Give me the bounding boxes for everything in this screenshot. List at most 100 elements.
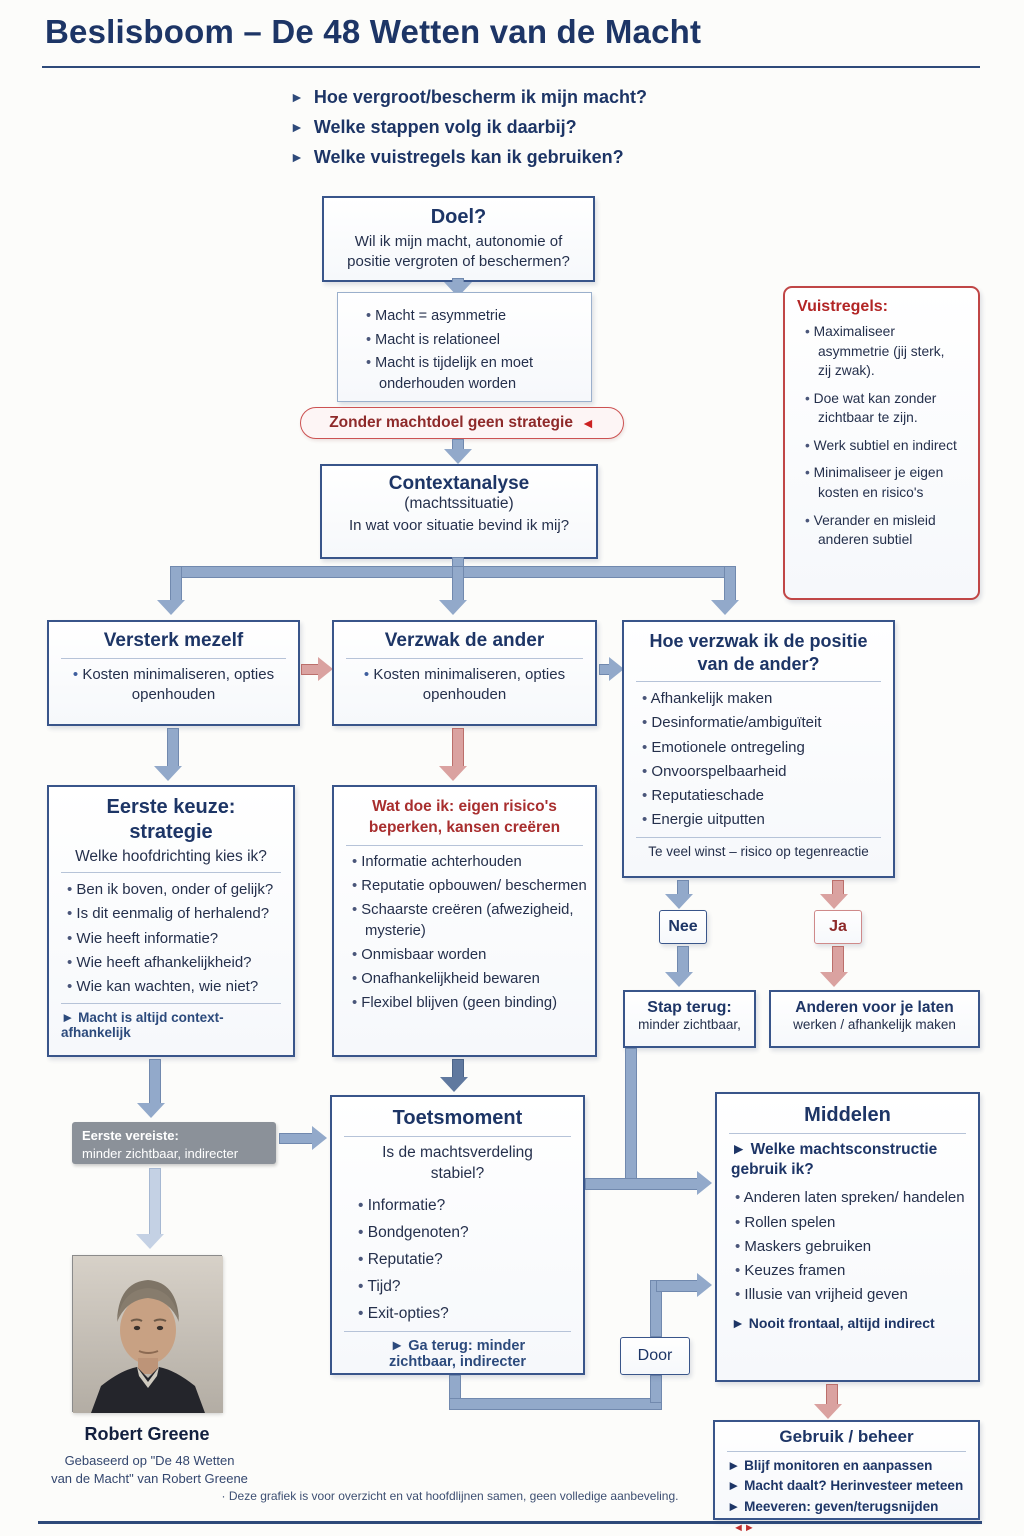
toetsmoment-box: Toetsmoment Is de machtsverdeling stabie… bbox=[330, 1095, 585, 1375]
list-item: Flexibel blijven (geen binding) bbox=[352, 993, 587, 1014]
hoe-verzwak-box: Hoe verzwak ik de positie van de ander? … bbox=[622, 620, 895, 878]
note-text: Zonder machtdoel geen strategie bbox=[329, 414, 573, 431]
portrait-illustration bbox=[73, 1256, 223, 1413]
divider bbox=[61, 658, 286, 659]
connector-ja-anderen-shaft bbox=[832, 946, 844, 974]
connector-toets-door-h1 bbox=[449, 1398, 662, 1410]
author-name: Robert Greene bbox=[84, 1424, 210, 1444]
eerste-keuze-footer: ► Macht is altijd context-afhankelijk bbox=[61, 1010, 224, 1041]
ja-box: Ja bbox=[814, 910, 862, 944]
author-credit: Gebaseerd op "De 48 Wetten van de Macht"… bbox=[42, 1452, 257, 1487]
connector-acties-toets-shaft bbox=[452, 1059, 464, 1079]
connector-middelen-gebruik-shaft bbox=[826, 1384, 838, 1406]
connector-tussenstap-toets-head bbox=[312, 1126, 327, 1150]
verzwak-de-ander-box: Verzwak de ander Kosten minimaliseren, o… bbox=[332, 620, 597, 726]
list-item: Wie kan wachten, wie niet? bbox=[67, 976, 285, 997]
list-item: Onmisbaar worden bbox=[352, 945, 587, 966]
page-title: Beslisboom – De 48 Wetten van de Macht bbox=[45, 13, 702, 50]
list-item: Rollen spelen bbox=[735, 1212, 970, 1233]
vuistregel-item: Werk subtiel en indirect bbox=[805, 436, 958, 456]
contextanalyse-box: Contextanalyse (machtssituatie) In wat v… bbox=[320, 464, 598, 559]
eerste-keuze-question: Welke hoofdrichting kies ik? bbox=[75, 848, 267, 865]
connector-tussenstap-toets-shaft bbox=[279, 1133, 315, 1144]
connector-hoe-nee-head bbox=[665, 894, 693, 909]
doel-body: Wil ik mijn macht, autonomie of positie … bbox=[347, 233, 570, 271]
list-item: Reputatie? bbox=[358, 1249, 575, 1271]
intro-item: Hoe vergroot/bescherm ik mijn macht? bbox=[290, 85, 647, 109]
connector-versterk-verzwak-head bbox=[318, 657, 333, 681]
divider bbox=[727, 1451, 966, 1452]
connector-verzwak-acties-shaft bbox=[452, 728, 464, 768]
list-item: Energie uitputten bbox=[642, 809, 885, 830]
list-item: Informatie? bbox=[358, 1195, 575, 1217]
connector-door-middelen-horizontal bbox=[656, 1280, 700, 1292]
intro-text: Hoe vergroot/bescherm ik mijn macht? bbox=[313, 87, 647, 107]
triangle-bullet-icon bbox=[290, 115, 304, 139]
connector-keuze-tussenstap-shaft bbox=[149, 1059, 161, 1105]
toetsmoment-footer: ► Ga terug: minder zichtbaar, indirecter bbox=[389, 1337, 526, 1370]
door-box: Door bbox=[620, 1337, 690, 1375]
connector-ja-anderen-head bbox=[820, 972, 848, 987]
title-divider bbox=[42, 66, 980, 68]
intro-item: Welke vuistregels kan ik gebruiken? bbox=[290, 145, 647, 169]
branch-left-shaft bbox=[170, 566, 182, 602]
list-item: Desinformatie/ambiguïteit bbox=[642, 712, 885, 733]
connector-door-middelen-head bbox=[697, 1273, 712, 1297]
divider bbox=[729, 1133, 966, 1134]
list-item: Onafhankelijkheid bewaren bbox=[352, 969, 587, 990]
stap-terug-body: minder zichtbaar, bbox=[638, 1017, 741, 1032]
list-item: Emotionele ontregeling bbox=[642, 737, 885, 758]
triangle-bullet-icon bbox=[290, 145, 304, 169]
intro-text: Welke vuistregels kan ik gebruiken? bbox=[313, 147, 624, 167]
versterk-bullet: Kosten minimaliseren, opties openhouden bbox=[49, 665, 298, 706]
branch-right-shaft bbox=[724, 566, 736, 602]
door-label: Door bbox=[637, 1347, 673, 1364]
branch-right-head bbox=[711, 600, 739, 615]
versterk-mezelf-box: Versterk mezelf Kosten minimaliseren, op… bbox=[47, 620, 300, 726]
divider bbox=[636, 836, 881, 838]
list-item: Bondgenoten? bbox=[358, 1222, 575, 1244]
list-item: Onvoorspelbaarheid bbox=[642, 761, 885, 782]
connector-stap-middelen-horizontal bbox=[585, 1178, 699, 1190]
list-item: Wie heeft informatie? bbox=[67, 928, 285, 949]
vuistregel-item: Maximaliseer asymmetrie (jij sterk, zij … bbox=[805, 322, 958, 381]
strategie-acties-list: Informatie achterhouden Reputatie opbouw… bbox=[334, 852, 595, 1014]
gebruik-item-text: ► Meeveren: geven/terugsnijden bbox=[727, 1498, 939, 1514]
list-item: Afhankelijk maken bbox=[642, 688, 885, 709]
strategie-acties-box: Wat doe ik: eigen risico's beperken, kan… bbox=[332, 785, 597, 1057]
tussenstap-line2: minder zichtbaar, indirecter bbox=[82, 1146, 239, 1162]
connector-keuze-tussenstap-head bbox=[137, 1103, 165, 1118]
fact-item: Macht = asymmetrie bbox=[366, 306, 573, 327]
fact-item: Macht is tijdelijk en moet onderhouden w… bbox=[366, 353, 573, 394]
connector-middelen-gebruik-head bbox=[814, 1404, 842, 1419]
divider bbox=[346, 658, 583, 659]
macht-facts-list: Macht = asymmetrie Macht is relationeel … bbox=[348, 306, 581, 394]
doel-box: Doel? Wil ik mijn macht, autonomie of po… bbox=[322, 196, 595, 282]
middelen-title: Middelen bbox=[804, 1104, 891, 1126]
divider bbox=[61, 872, 281, 873]
eerste-keuze-box: Eerste keuze: strategie Welke hoofdricht… bbox=[47, 785, 295, 1057]
connector-toets-door-v2 bbox=[650, 1375, 662, 1403]
connector-versterk-keuze-head bbox=[154, 766, 182, 781]
robert-greene-photo bbox=[72, 1255, 223, 1413]
toetsmoment-question: Is de machtsverdeling stabiel? bbox=[382, 1144, 533, 1182]
intro-list: Hoe vergroot/bescherm ik mijn macht? Wel… bbox=[290, 85, 647, 175]
connector-versterk-keuze-shaft bbox=[167, 728, 179, 768]
context-body: In wat voor situatie bevind ik mij? bbox=[348, 517, 570, 534]
divider bbox=[61, 1003, 281, 1005]
doel-title: Doel? bbox=[430, 206, 487, 228]
connector-nee-stap-head bbox=[665, 972, 693, 987]
nee-label: Nee bbox=[668, 918, 698, 935]
vuistregel-item: Minimaliseer je eigen kosten en risico's bbox=[805, 463, 958, 502]
bottom-divider bbox=[38, 1521, 982, 1524]
connector-hoe-ja-head bbox=[820, 894, 848, 909]
hoe-verzwak-list: Afhankelijk maken Desinformatie/ambiguït… bbox=[624, 688, 893, 831]
fact-item: Macht is relationeel bbox=[366, 330, 573, 351]
branch-left-head bbox=[157, 600, 185, 615]
eerste-keuze-title: Eerste keuze: strategie bbox=[106, 796, 236, 843]
toetsmoment-title: Toetsmoment bbox=[392, 1107, 523, 1129]
vuistregels-box: Vuistregels: Maximaliseer asymmetrie (ji… bbox=[783, 286, 980, 600]
connector-stap-middelen-vertical bbox=[625, 1048, 637, 1188]
connector-note-context-head bbox=[444, 449, 472, 464]
intro-item: Welke stappen volg ik daarbij? bbox=[290, 115, 647, 139]
